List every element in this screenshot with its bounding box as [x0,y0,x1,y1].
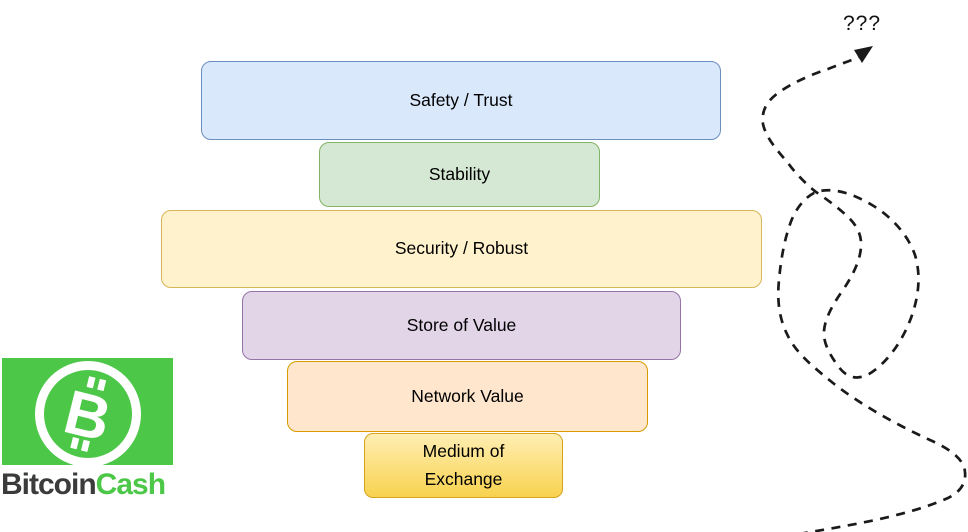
level-label: Medium of Exchange [423,438,505,492]
level-label: Store of Value [406,314,517,335]
level-label-line1: Medium of [422,441,505,462]
pyramid-level-safety-trust: Safety / Trust [201,61,721,140]
level-label: Stability [428,163,491,184]
level-label: Safety / Trust [409,89,513,110]
dashed-arrow-path [761,54,967,532]
pyramid-level-stability: Stability [319,142,600,207]
wordmark-cash: Cash [95,468,166,501]
pyramid-level-store-of-value: Store of Value [242,291,681,360]
level-label-line2: Exchange [424,468,503,489]
pyramid-level-network-value: Network Value [287,361,648,432]
coin-disc [43,369,133,459]
arrowhead-icon [854,46,873,63]
wordmark-bitcoin: Bitcoin [1,468,97,501]
pyramid-level-medium-of-exchange: Medium of Exchange [364,433,563,498]
pyramid-level-security-robust: Security / Robust [161,210,762,288]
coin-ring [35,361,141,467]
level-label: Network Value [411,385,524,406]
logo-wordmark: BitcoinCash [1,468,166,502]
bitcoin-coin-icon: B [35,361,141,467]
level-label: Security / Robust [394,238,529,259]
question-marks-label: ??? [842,12,882,35]
